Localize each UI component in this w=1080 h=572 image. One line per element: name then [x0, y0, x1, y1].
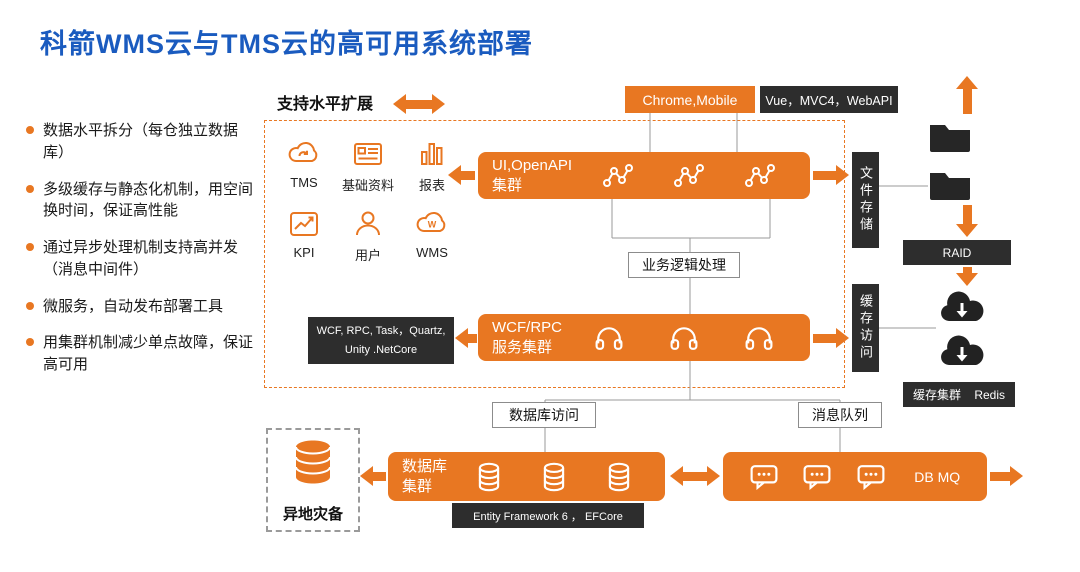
basic-data-icon — [354, 143, 382, 165]
cluster-label: 数据库 集群 — [402, 458, 448, 495]
bullet-icon — [26, 243, 34, 251]
wms-cloud-icon: W — [416, 212, 446, 232]
database-cluster: 数据库 集群 — [388, 452, 665, 501]
chat-bubble-icon — [803, 464, 831, 490]
key-point-text: 多级缓存与静态化机制，用空间换时间，保证高性能 — [43, 180, 254, 220]
chat-bubble-icon — [750, 464, 778, 490]
message-queue-cluster: DB MQ — [723, 452, 987, 501]
module-label: KPI — [293, 245, 315, 260]
key-point-text: 用集群机制减少单点故障，保证高可用 — [43, 334, 254, 373]
disaster-recovery-label: 异地灾备 — [282, 506, 343, 523]
headset-icon — [670, 326, 698, 350]
bullet-icon — [26, 338, 34, 347]
service-to-stack-arrow — [455, 328, 477, 348]
raid-to-cloud-arrow — [956, 267, 978, 286]
bullet-icon — [26, 301, 34, 310]
module-wms: W WMS — [400, 206, 464, 264]
database-cylinder-icon — [295, 440, 331, 484]
scale-label: 支持水平扩展 — [277, 96, 374, 113]
kpi-chart-icon — [290, 212, 318, 236]
ui-openapi-cluster: UI,OpenAPI 集群 — [478, 152, 810, 199]
module-report: 报表 — [400, 136, 464, 194]
node-graph-icon — [674, 163, 705, 187]
scale-double-arrow — [393, 94, 445, 114]
mq-out-arrow — [990, 466, 1023, 486]
db-to-disaster-arrow — [360, 466, 386, 486]
frontend-stack-box: Vue，MVC4，WebAPI — [760, 86, 898, 113]
module-label: WMS — [416, 245, 448, 260]
service-to-cache-arrow — [813, 328, 849, 348]
page-title: 科箭WMS云与TMS云的高可用系统部署 — [40, 29, 533, 59]
ui-to-modules-arrow — [448, 165, 475, 185]
file-storage-box: 文件存储 — [852, 152, 879, 248]
bullet-icon — [26, 184, 34, 193]
bullet-icon — [26, 126, 34, 134]
orm-stack-box: Entity Framework 6 ， EFCore — [452, 503, 644, 528]
cloud-download-icon — [941, 335, 984, 365]
key-point-text: 通过异步处理机制支持高并发（消息中间件） — [43, 239, 239, 278]
headset-icon — [595, 326, 623, 350]
cluster-label: UI,OpenAPI 集群 — [492, 157, 573, 194]
module-label: TMS — [290, 175, 318, 190]
list-item: 通过异步处理机制支持高并发（消息中间件） — [26, 237, 260, 281]
db-mq-label: DB MQ — [914, 468, 961, 485]
user-icon — [356, 211, 380, 236]
list-item: 微服务，自动发布部署工具 — [26, 296, 260, 318]
svg-text:W: W — [428, 220, 437, 230]
list-item: 用集群机制减少单点故障，保证高可用 — [26, 332, 260, 376]
filestorage-up-arrow — [956, 76, 978, 114]
module-icons-grid: TMS 基础资料 报表 — [272, 136, 464, 264]
folder-icon — [930, 125, 970, 152]
folders-to-raid-arrow — [956, 205, 978, 237]
horizontal-scale-region — [264, 120, 845, 388]
db-mq-double-arrow — [670, 466, 720, 486]
module-basic-data: 基础资料 — [336, 136, 400, 194]
client-box: Chrome,Mobile — [625, 86, 755, 113]
disaster-recovery-box: 异地灾备 — [266, 428, 360, 532]
cluster-label: WCF/RPC 服务集群 — [492, 319, 562, 356]
service-stack-box: WCF, RPC, Task，Quartz, Unity .NetCore — [308, 317, 454, 364]
db-access-label: 数据库访问 — [492, 402, 596, 428]
database-icon — [479, 462, 500, 491]
module-label: 基础资料 — [341, 178, 394, 193]
list-item: 多级缓存与静态化机制，用空间换时间，保证高性能 — [26, 179, 260, 223]
key-point-text: 微服务，自动发布部署工具 — [43, 297, 224, 315]
key-point-text: 数据水平拆分（每仓独立数据库） — [43, 122, 239, 161]
message-queue-label: 消息队列 — [798, 402, 882, 428]
module-tms: TMS — [272, 136, 336, 194]
redis-cluster-box: 缓存集群 Redis — [903, 382, 1015, 407]
cache-access-box: 缓存访问 — [852, 284, 879, 372]
list-item: 数据水平拆分（每仓独立数据库） — [26, 120, 260, 164]
module-label: 用户 — [354, 248, 381, 263]
module-kpi: KPI — [272, 206, 336, 264]
wcf-rpc-cluster: WCF/RPC 服务集群 — [478, 314, 810, 361]
node-graph-icon — [602, 163, 633, 187]
ui-to-filestorage-arrow — [813, 165, 849, 185]
bar-chart-icon — [421, 143, 443, 165]
chat-bubble-icon — [857, 464, 885, 490]
database-icon — [608, 462, 629, 491]
node-graph-icon — [745, 163, 776, 187]
business-logic-label: 业务逻辑处理 — [628, 252, 740, 278]
database-icon — [543, 462, 565, 491]
module-label: 报表 — [418, 178, 445, 193]
headset-icon — [745, 326, 773, 350]
cloud-download-icon — [941, 291, 984, 321]
folder-icon — [930, 173, 970, 200]
module-user: 用户 — [336, 206, 400, 264]
raid-box: RAID — [903, 240, 1011, 265]
tms-cloud-icon — [288, 142, 318, 162]
key-points-list: 数据水平拆分（每仓独立数据库） 多级缓存与静态化机制，用空间换时间，保证高性能 … — [26, 120, 260, 391]
